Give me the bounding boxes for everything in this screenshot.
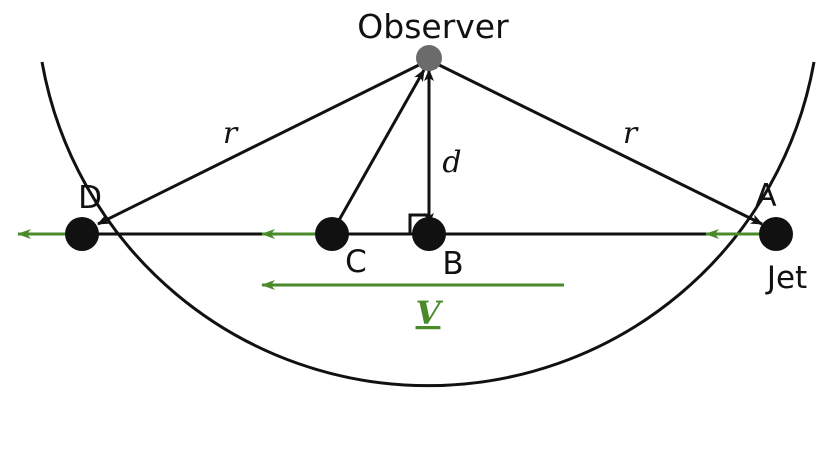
line-observer-to-d	[97, 58, 430, 226]
distance-d-label: d	[442, 145, 461, 180]
distance-r-right-label: r	[623, 116, 639, 151]
point-d	[65, 217, 99, 251]
distance-r-left-label: r	[223, 116, 239, 151]
right-angle-marker	[408, 213, 429, 234]
point-b	[412, 217, 446, 251]
line-c-to-observer	[336, 69, 426, 223]
point-c	[315, 217, 349, 251]
jet-label: Jet	[765, 260, 807, 296]
point-b-label: B	[442, 246, 463, 282]
point-a-label: A	[755, 178, 776, 214]
observer-point	[416, 45, 442, 71]
velocity-label: V	[416, 294, 444, 332]
point-d-label: D	[78, 180, 102, 216]
line-observer-to-a	[428, 58, 763, 226]
point-a	[759, 217, 793, 251]
point-c-label: C	[345, 244, 367, 280]
observer-label: Observer	[357, 7, 509, 46]
